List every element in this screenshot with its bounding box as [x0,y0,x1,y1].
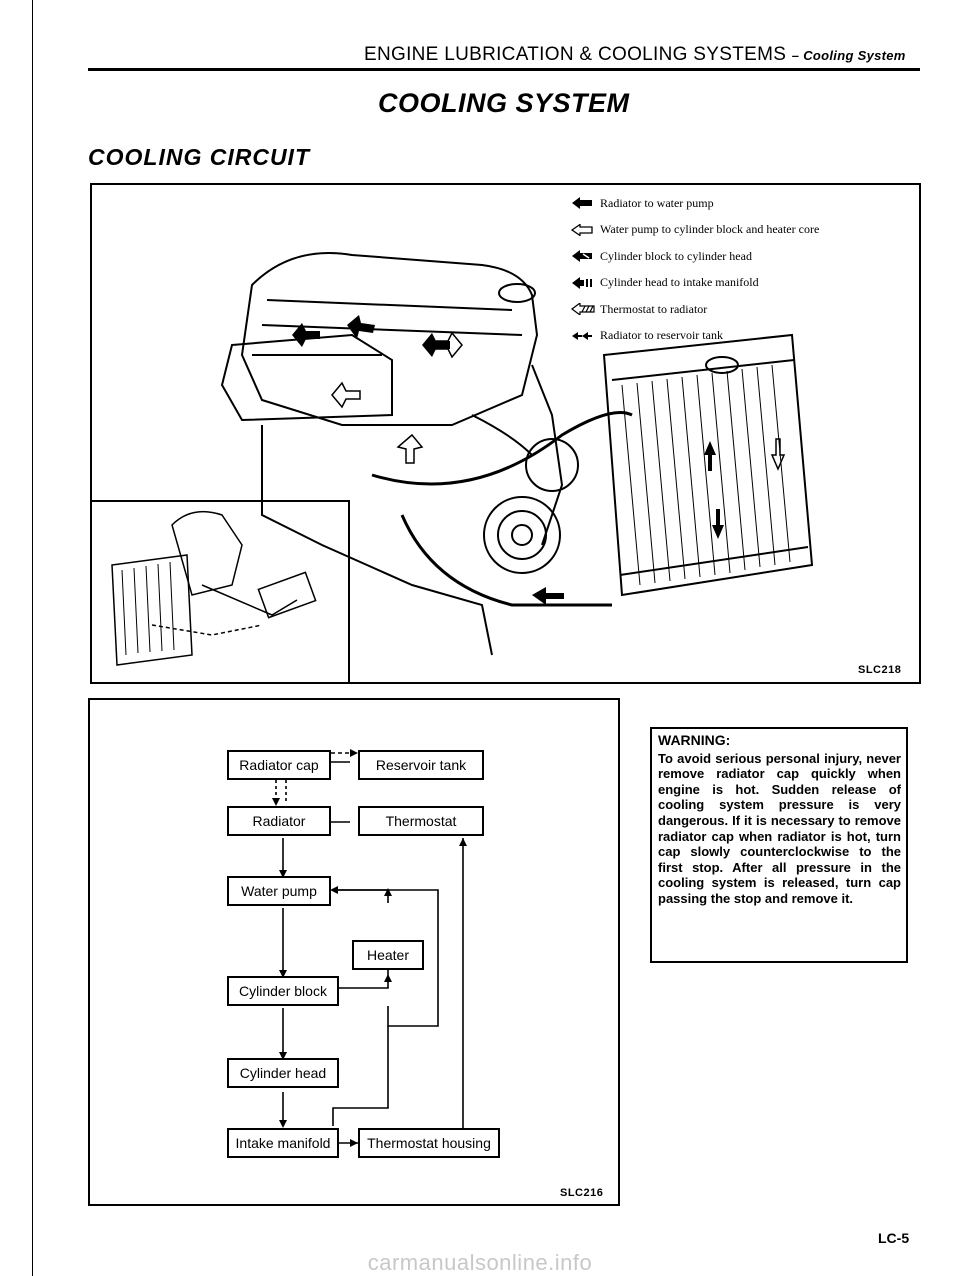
radiator-box: Radiator [227,806,331,836]
page-number: LC-5 [878,1230,910,1246]
cylinder-head-box: Cylinder head [227,1058,339,1088]
running-title: ENGINE LUBRICATION & COOLING SYSTEMS [364,44,787,65]
legend-text: Radiator to reservoir tank [600,328,723,343]
page-title: COOLING SYSTEM [378,88,630,118]
engine-legend: Radiator to water pump Water pump to cyl… [570,190,910,349]
running-subtitle: – Cooling System [791,48,906,63]
legend-item: Radiator to reservoir tank [570,323,910,350]
intake-manifold-box: Intake manifold [227,1128,339,1158]
hatched-arrow-icon [572,250,592,263]
legend-item: Water pump to cylinder block and heater … [570,217,910,244]
thermostat-housing-box: Thermostat housing [358,1128,500,1158]
double-arrow-icon [572,331,592,340]
radiator-cap-box: Radiator cap [227,750,331,780]
heater-box: Heater [352,940,424,970]
header-rule [88,68,920,71]
reservoir-tank-box: Reservoir tank [358,750,484,780]
legend-text: Radiator to water pump [600,195,714,210]
legend-text: Water pump to cylinder block and heater … [600,222,820,237]
legend-text: Cylinder block to cylinder head [600,248,752,263]
warning-box: WARNING: To avoid serious personal injur… [650,727,908,963]
running-header: ENGINE LUBRICATION & COOLING SYSTEMS – C… [364,44,906,66]
section-title: COOLING CIRCUIT [88,144,310,170]
barred-arrow-icon [572,276,592,289]
striped-arrow-icon [571,303,595,316]
legend-item: Cylinder head to intake manifold [570,270,910,297]
figure-code-slc216: SLC216 [560,1187,604,1199]
legend-item: Cylinder block to cylinder head [570,243,910,270]
legend-item: Radiator to water pump [570,190,910,217]
inset-figure-frame [90,500,350,682]
solid-arrow-icon [572,197,592,210]
thermostat-box: Thermostat [358,806,484,836]
warning-heading: WARNING: [658,732,731,748]
engine-illustration [111,252,814,666]
cylinder-block-box: Cylinder block [227,976,339,1006]
binder-line [32,0,33,1276]
flow-diagram-frame [88,698,620,1206]
watermark: carmanualsonline.info [367,1250,593,1275]
warning-text: To avoid serious personal injury, never … [658,750,901,906]
water-pump-box: Water pump [227,876,331,906]
engine-figure [90,183,921,684]
figure-code-slc218: SLC218 [858,664,902,676]
legend-text: Cylinder head to intake manifold [600,275,759,290]
outline-arrow-icon [570,223,593,236]
legend-text: Thermostat to radiator [600,301,708,316]
legend-item: Thermostat to radiator [570,296,910,323]
